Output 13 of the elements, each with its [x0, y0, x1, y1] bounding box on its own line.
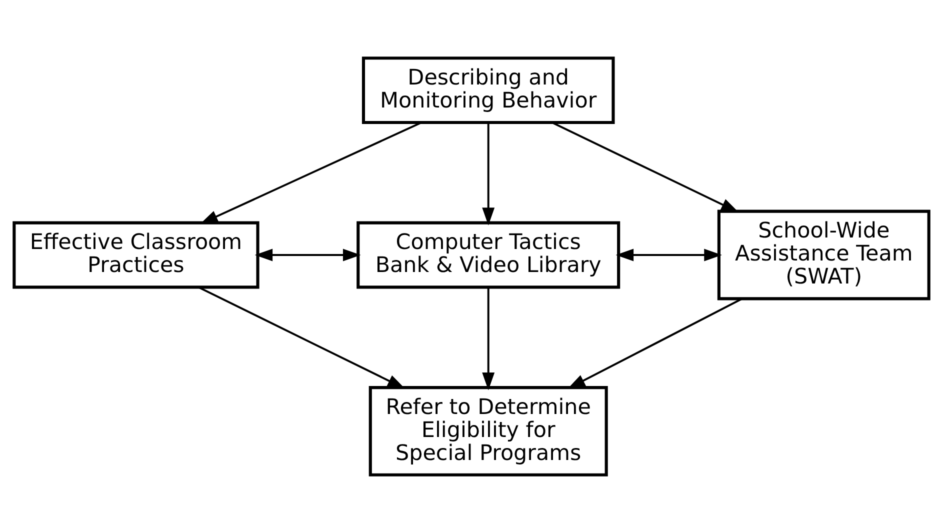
arrow: [482, 287, 495, 390]
arrow: [198, 286, 406, 388]
arrow: [616, 248, 722, 261]
node-box: Describing and Monitoring Behavior: [362, 56, 615, 124]
arrow: [482, 122, 495, 225]
node-box: School-Wide Assistance Team (SWAT): [717, 209, 930, 300]
node-box: Computer Tactics Bank & Video Library: [356, 220, 620, 288]
arrow: [200, 121, 422, 224]
node-box: Refer to Determine Eligibility for Special Programs: [368, 386, 608, 476]
arrow: [254, 248, 361, 261]
node-box: Effective Classroom Practices: [12, 220, 260, 288]
arrow: [552, 121, 739, 212]
arrow: [568, 298, 742, 388]
